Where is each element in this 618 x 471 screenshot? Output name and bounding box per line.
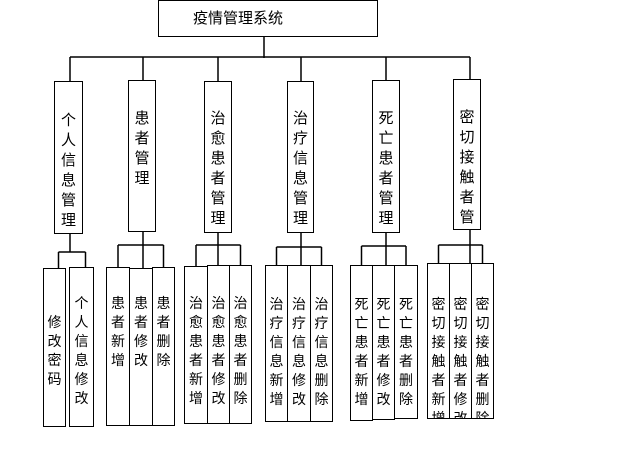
submodule-label: 治愈患者新增 [189,296,203,407]
submodule-node: 患者删除 [152,267,175,426]
submodule-node: 治疗信息修改 [287,265,311,422]
module-node: 治愈患者管理 [204,81,232,233]
submodule-label: 治疗信息新增 [269,297,284,408]
submodule-label: 治疗信息删除 [314,297,329,408]
module-label: 治愈患者管理 [210,109,226,227]
submodule-node: 个人信息修改 [69,267,94,427]
submodule-node: 死亡患者修改 [372,265,395,420]
module-label: 患者管理 [134,109,150,187]
root-label: 疫情管理系统 [193,9,284,27]
submodule-label: 治疗信息修改 [292,297,306,408]
submodule-label: 个人信息修改 [74,296,89,407]
submodule-node: 患者新增 [106,267,130,426]
submodule-node: 密切接触者删除 [471,263,494,419]
submodule-label: 死亡患者修改 [376,297,391,408]
submodule-node: 治疗信息删除 [310,265,333,422]
module-node: 死亡患者管理 [372,80,400,233]
submodule-node: 治愈患者删除 [229,265,252,424]
submodule-node: 治愈患者修改 [207,265,230,424]
submodule-node: 密切接触者新增 [427,263,450,419]
root-node: 疫情管理系统 [158,0,378,37]
submodule-label: 修改密码 [47,315,62,388]
module-node: 治疗信息管理 [287,81,314,233]
submodule-label: 密切接触者新增 [431,297,446,419]
submodule-label: 治愈患者修改 [211,296,226,407]
submodule-node: 治疗信息新增 [265,265,288,422]
submodule-node: 患者修改 [129,268,153,426]
submodule-label: 治愈患者删除 [233,296,248,407]
submodule-node: 修改密码 [43,268,66,427]
module-label: 死亡患者管理 [378,109,394,227]
module-node: 个人信息管理 [54,81,83,234]
submodule-label: 死亡患者删除 [399,297,413,408]
submodule-node: 治愈患者新增 [184,266,208,424]
submodule-label: 密切接触者修改 [453,297,468,419]
module-label: 个人信息管理 [61,111,77,229]
submodule-node: 死亡患者新增 [350,265,373,421]
module-node: 密切接触者管理 [453,79,481,230]
submodule-label: 患者修改 [134,296,148,369]
submodule-node: 密切接触者修改 [449,263,472,419]
module-label: 治疗信息管理 [293,109,309,227]
submodule-label: 死亡患者新增 [354,297,369,408]
submodule-label: 患者新增 [111,296,125,369]
submodule-label: 患者删除 [156,296,171,369]
module-node: 患者管理 [128,80,156,232]
module-label: 密切接触者管理 [459,108,475,229]
submodule-node: 死亡患者删除 [394,265,418,419]
submodule-label: 密切接触者删除 [475,297,490,419]
